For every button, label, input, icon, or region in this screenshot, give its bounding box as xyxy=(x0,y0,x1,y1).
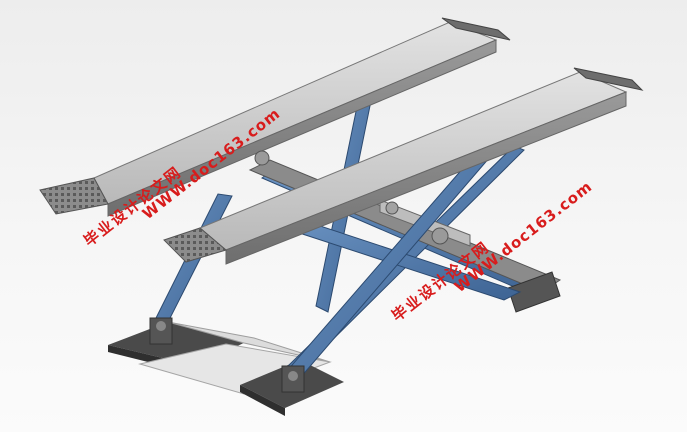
scissor-arm-front-a xyxy=(149,193,233,331)
ramp-right-tread xyxy=(163,227,228,263)
runway-right xyxy=(163,67,644,265)
floor-panel-front xyxy=(138,343,332,395)
hinge-pin-right xyxy=(288,371,298,381)
runway-left xyxy=(39,17,511,217)
pivot-pin-cylinder xyxy=(385,201,399,215)
ramp-left-tread xyxy=(39,177,109,215)
runway-right-side xyxy=(225,91,627,265)
pivot-pin-mid xyxy=(431,227,449,245)
runway-right-end-plate xyxy=(573,67,644,91)
pivot-pin-top xyxy=(254,150,270,166)
base-bracket-rear xyxy=(507,271,561,313)
base-plate-group xyxy=(108,321,344,416)
hinge-pin-left xyxy=(156,321,166,331)
base-plate-right-edge xyxy=(240,385,285,416)
front-scissor-arms xyxy=(149,143,522,393)
runway-left-side xyxy=(107,39,497,217)
runway-left-end-plate xyxy=(441,17,511,41)
